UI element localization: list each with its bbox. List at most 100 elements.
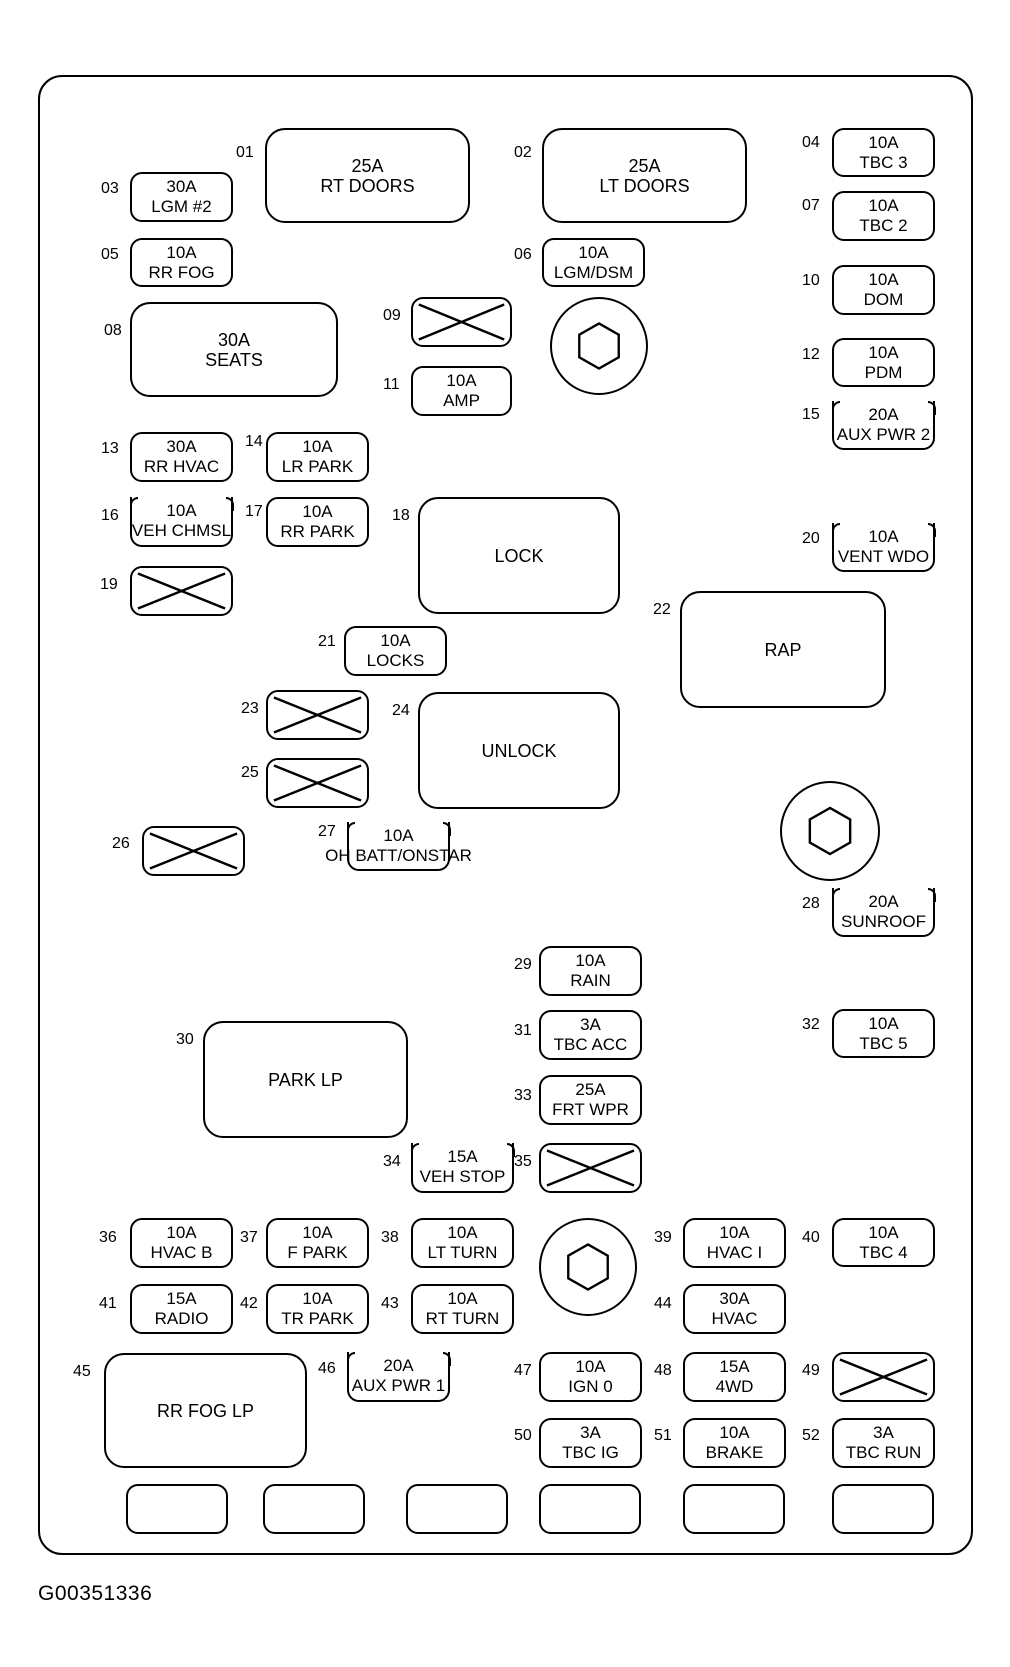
fuse-number-label: 08 [104, 322, 122, 339]
fuse-rating: 10A [302, 502, 333, 521]
fuse-slot-empty-09 [411, 297, 512, 347]
fuse-rating: 10A [302, 1289, 333, 1308]
fuse-number-label: 16 [101, 507, 119, 524]
fuse-rating: 3A [580, 1423, 601, 1442]
fuse-number-label: 07 [802, 197, 820, 214]
fuse-number-label: 43 [381, 1295, 399, 1312]
fuse-circuit-name: RR PARK [280, 522, 355, 541]
fuse-rating: 10A [302, 1223, 333, 1242]
fuse-number-label: 05 [101, 246, 119, 263]
fuse-rating: 10A [166, 1223, 197, 1242]
fuse-rating: 10A [868, 1222, 899, 1242]
fuse-number-label: 10 [802, 272, 820, 289]
fuse-circuit-name: PDM [864, 362, 903, 382]
fuse-rating: 15A [447, 1147, 478, 1166]
figure-id: G00351336 [38, 1582, 153, 1605]
spare-fuse-slot [126, 1484, 228, 1534]
relay-18: LOCK [418, 497, 620, 614]
fuse-number-label: 49 [802, 1362, 820, 1379]
fuse-number-label: 31 [514, 1022, 532, 1039]
spare-fuse-slot [683, 1484, 785, 1534]
fuse-slot-empty-49 [832, 1352, 935, 1402]
mounting-bolt [780, 781, 880, 881]
fuse-number-label: 18 [392, 507, 410, 524]
fuse-circuit-name: HVAC [711, 1309, 758, 1328]
fuse-number-label: 14 [245, 433, 263, 450]
fuse-circuit-name: IGN 0 [568, 1377, 613, 1396]
fuse-circuit-name: TBC 5 [859, 1033, 908, 1053]
fuse-circuit-name: 4WD [715, 1377, 754, 1396]
fuse-number-label: 06 [514, 246, 532, 263]
empty-slot-x-mark [144, 828, 243, 874]
fuse-number-label: 46 [318, 1360, 336, 1377]
spare-fuse-slot [539, 1484, 641, 1534]
fuse-rating: 10A [166, 501, 197, 520]
fuse-number-label: 52 [802, 1427, 820, 1444]
fuse-slot-empty-23 [266, 690, 369, 740]
fuse-number-label: 25 [241, 764, 259, 781]
fuse-rating: 30A [217, 329, 251, 350]
empty-slot-x-mark [541, 1145, 640, 1191]
spare-fuse-slot [832, 1484, 934, 1534]
fuse-circuit-name: LT DOORS [599, 175, 690, 196]
fuse-number-label: 51 [654, 1427, 672, 1444]
fuse-rating: 10A [575, 951, 606, 970]
fuse-number-label: 40 [802, 1229, 820, 1246]
fuse-circuit-name: RR FOG LP [156, 1400, 254, 1421]
fuse-rating: 10A [380, 631, 411, 650]
fuse-number-label: 45 [73, 1363, 91, 1380]
fuse-number-label: 20 [802, 530, 820, 547]
fuse-circuit-name: RADIO [154, 1309, 209, 1328]
fuse-rating: 20A [868, 891, 899, 911]
fuse-number-label: 21 [318, 633, 336, 650]
fuse-circuit-name: RT DOORS [320, 175, 415, 196]
fuse-rating: 30A [166, 437, 197, 456]
fuse-number-label: 12 [802, 346, 820, 363]
fuse-number-label: 34 [383, 1153, 401, 1170]
fuse-circuit-name: LT TURN [427, 1243, 498, 1262]
fuse-number-label: 09 [383, 307, 401, 324]
fuse-number-label: 47 [514, 1362, 532, 1379]
fuse-circuit-name: RT TURN [425, 1309, 500, 1328]
fuse-number-label: 24 [392, 702, 410, 719]
fuse-rating: 15A [166, 1289, 197, 1308]
fuse-circuit-name: OH BATT/ONSTAR [325, 845, 472, 865]
fuse-rating: 25A [351, 155, 384, 176]
fuse-slot-empty-26 [142, 826, 245, 876]
fuse-circuit-name: PARK LP [268, 1069, 343, 1090]
fuse-number-label: 42 [240, 1295, 258, 1312]
fuse-circuit-name: TBC 2 [859, 216, 908, 235]
fuse-number-label: 04 [802, 134, 820, 151]
empty-slot-x-mark [413, 299, 510, 345]
relay-22: RAP [680, 591, 886, 708]
fuse-rating: 10A [578, 242, 609, 262]
fuse-circuit-name: HVAC I [706, 1243, 763, 1262]
fuse-block-outline [38, 75, 973, 1555]
fuse-number-label: 13 [101, 440, 119, 457]
fuse-rating: 10A [868, 270, 899, 289]
fuse-circuit-name: UNLOCK [481, 740, 557, 761]
fuse-circuit-name: VENT WDO [837, 546, 930, 566]
fuse-number-label: 15 [802, 406, 820, 423]
fuse-rating: 30A [719, 1289, 750, 1308]
mounting-bolt [539, 1218, 637, 1316]
fuse-number-label: 27 [318, 823, 336, 840]
